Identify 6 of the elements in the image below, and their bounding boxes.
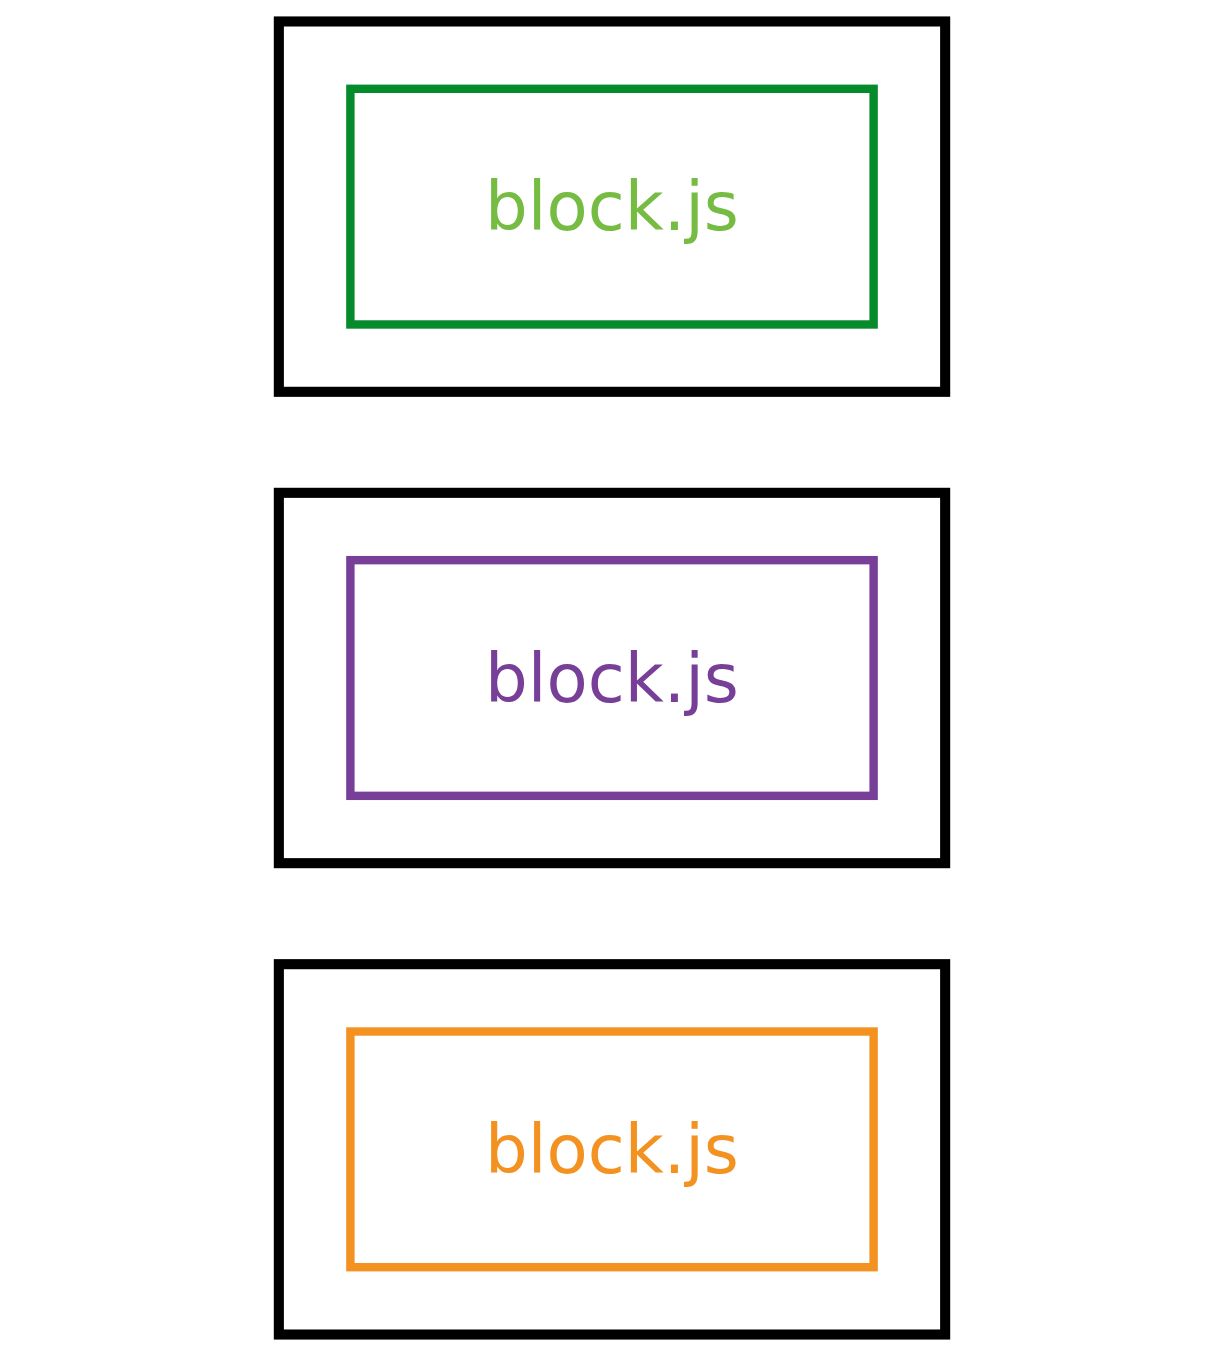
node-box: block.js [346,1026,878,1271]
node-box: block.js [346,84,878,329]
cluster [273,15,951,397]
cluster [273,487,951,868]
cluster [273,958,951,1340]
node-box: block.js [346,555,878,800]
